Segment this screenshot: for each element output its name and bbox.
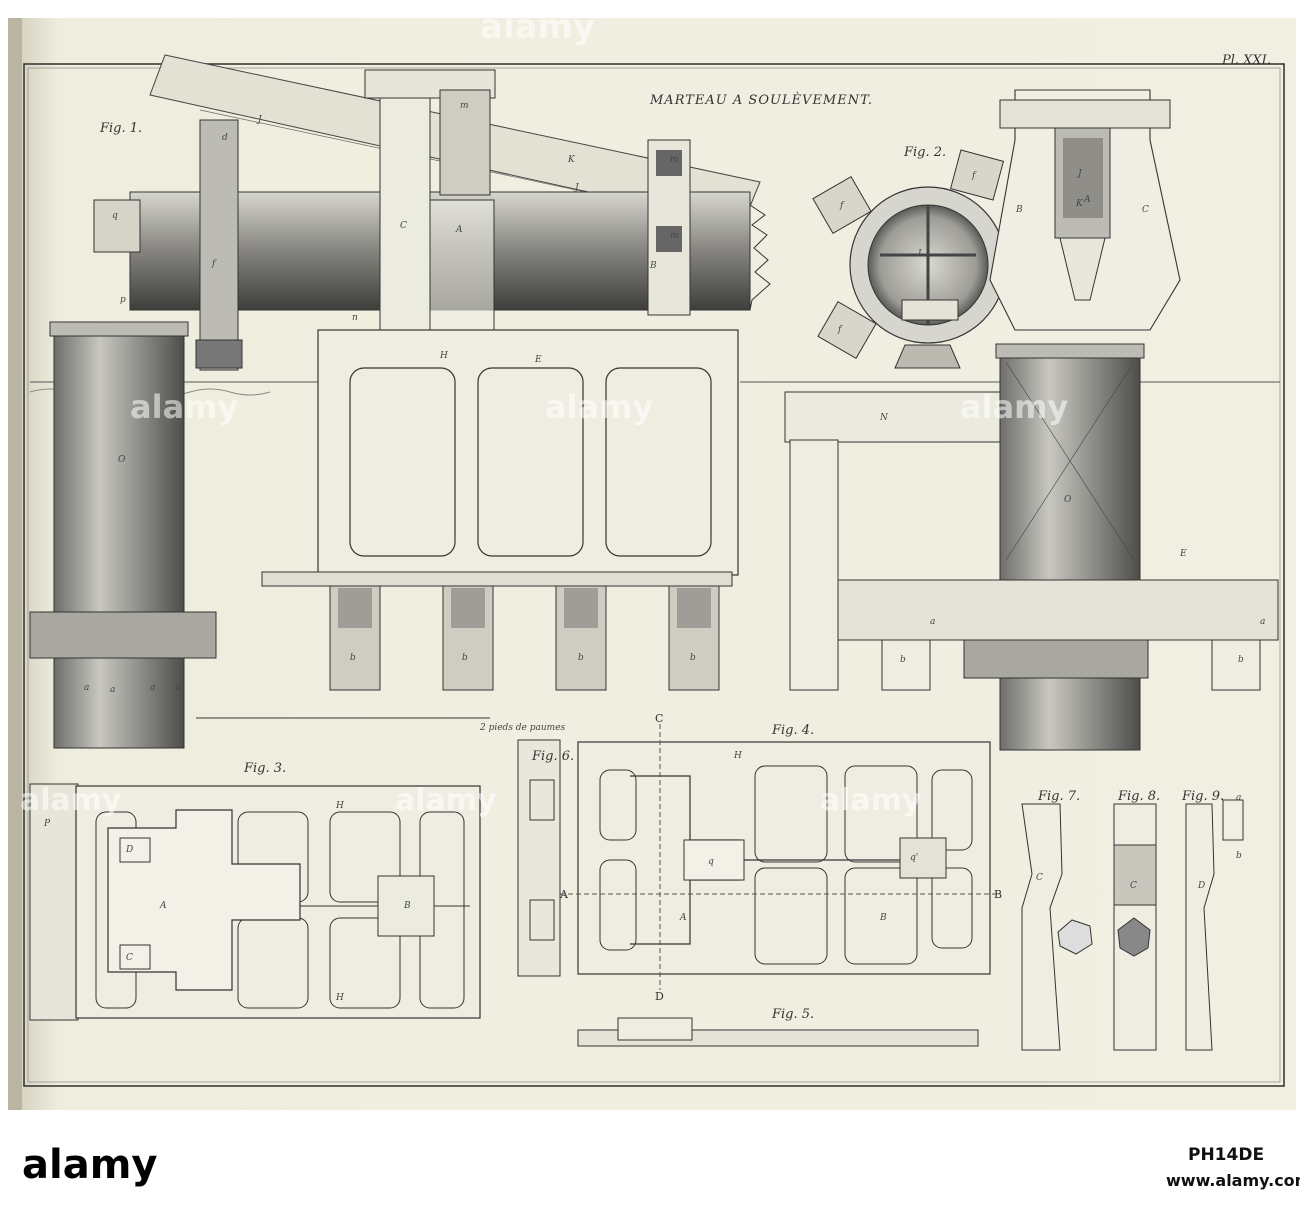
figure-label-4: Fig. 4. — [771, 723, 814, 738]
watermark-text-top: alamy — [480, 7, 595, 47]
image-id: PH14DE — [1188, 1145, 1264, 1165]
part-label-fig2-12: a — [930, 617, 935, 627]
figure-label-5: Fig. 5. — [771, 1007, 814, 1022]
part-label-fig4-2: q' — [910, 853, 918, 863]
stock-footer — [0, 1120, 1300, 1206]
text-layer: MARTEAU A SOULÈVEMENT. Pl. XXI. Fig. 1. … — [43, 53, 1271, 1022]
part-label-fig4-3: A — [679, 913, 687, 923]
stock-footer-content: alamy PH14DE www.alamy.com — [22, 1142, 1300, 1190]
figure-1-elevation — [29, 54, 1280, 749]
part-label-fig1-0: J — [256, 115, 263, 125]
part-label-fig2-15: b — [1238, 655, 1244, 665]
part-label-fig7_9-0: C — [1036, 873, 1043, 883]
figure-label-7: Fig. 7. — [1037, 789, 1080, 804]
scale-caption: 2 pieds de paumes — [479, 723, 566, 733]
part-label-fig2-10: f — [839, 201, 845, 211]
part-label-fig2-9: f — [971, 171, 977, 181]
part-label-fig7_9-1: C — [1130, 881, 1137, 891]
figure-label-9: Fig. 9. — [1181, 789, 1224, 804]
part-label-fig4-4: B — [879, 913, 887, 923]
part-label-fig1-10: q — [112, 211, 118, 221]
part-label-fig3-0: A — [159, 901, 167, 911]
part-label-fig1-1: K — [567, 155, 576, 165]
figure-4-plan — [560, 724, 1000, 990]
figure-label-1: Fig. 1. — [99, 121, 142, 136]
part-label-fig1-20: a — [176, 683, 181, 693]
part-label-fig3-4: P — [43, 819, 51, 829]
part-label-fig3-3: H — [335, 993, 344, 1003]
alamy-logo-icon: alamy — [22, 1142, 157, 1188]
part-label-fig1-5: B — [649, 261, 657, 271]
figure-3-plan — [29, 783, 481, 1021]
part-label-fig3-1: B — [403, 901, 411, 911]
section-letter-d: D — [655, 990, 664, 1003]
watermark-text-lower-left: alamy — [20, 783, 122, 818]
part-label-fig7_9-2: D — [1197, 881, 1205, 891]
part-label-fig2-5: L — [917, 249, 924, 259]
alamy-logo-text: alamy — [22, 1142, 157, 1188]
part-label-fig1-15: n — [352, 313, 358, 323]
plate-number: Pl. XXI. — [1221, 53, 1271, 68]
section-letter-b: B — [994, 888, 1002, 901]
part-label-fig1-9: f — [211, 259, 217, 269]
part-label-fig1-6: E — [534, 355, 542, 365]
watermark-text-lower-mid: alamy — [395, 783, 497, 818]
part-label-fig1-24: b — [690, 653, 696, 663]
part-label-fig2-0: J — [1076, 169, 1083, 179]
part-label-fig2-8: E — [1179, 549, 1187, 559]
section-letter-a: A — [559, 888, 569, 901]
part-label-fig1-11: d — [222, 133, 228, 143]
watermark-text-left: alamy — [130, 388, 239, 426]
figure-2-side-view — [784, 89, 1279, 751]
part-label-fig1-22: b — [462, 653, 468, 663]
figures-5-to-9 — [517, 739, 1244, 1051]
watermark-layer: alamy alamy alamy alamy alamy alamy alam… — [20, 7, 1069, 818]
part-label-fig2-6: N — [879, 413, 889, 423]
part-label-fig2-7: O — [1064, 495, 1072, 505]
part-label-fig1-23: b — [578, 653, 584, 663]
part-label-fig4-1: q — [708, 857, 714, 867]
watermark-text-lower-right: alamy — [820, 783, 922, 818]
part-label-fig1-12: m — [460, 101, 469, 111]
part-label-fig2-3: A — [1083, 195, 1091, 205]
plate-border — [23, 63, 1285, 1087]
figure-label-6: Fig. 6. — [531, 749, 574, 764]
part-label-fig2-1: K — [1075, 199, 1084, 209]
watermark-text-center: alamy — [545, 388, 654, 426]
part-label-fig2-13: a — [1260, 617, 1265, 627]
part-label-fig1-3: C — [400, 221, 407, 231]
part-label-fig3-2: H — [335, 801, 344, 811]
part-label-fig1-19: a — [150, 683, 155, 693]
part-label-fig1-16: p — [120, 295, 126, 305]
figure-label-2: Fig. 2. — [903, 145, 946, 160]
part-label-fig7_9-4: b — [1236, 851, 1242, 861]
part-label-fig2-4: B — [1015, 205, 1023, 215]
part-label-fig1-17: a — [84, 683, 89, 693]
part-labels: J K J C A B E H Of q d m m m n p a a a a b b b b J K C A B L N O Ef f f a a b… — [43, 101, 1265, 1003]
figure-label-3: Fig. 3. — [243, 761, 286, 776]
part-label-fig1-13: m — [670, 155, 679, 165]
part-label-fig1-8: O — [118, 455, 126, 465]
part-label-fig1-21: b — [350, 653, 356, 663]
part-label-fig1-4: A — [455, 225, 463, 235]
part-label-fig2-14: b — [900, 655, 906, 665]
watermark-text-right: alamy — [960, 388, 1069, 426]
figure-label-8: Fig. 8. — [1117, 789, 1160, 804]
part-label-fig1-2: J — [573, 183, 580, 193]
part-label-fig1-7: H — [439, 351, 448, 361]
footer-url: www.alamy.com — [1166, 1171, 1300, 1190]
section-letter-c: C — [655, 712, 663, 725]
part-label-fig3-6: C — [126, 953, 133, 963]
plate-title: MARTEAU A SOULÈVEMENT. — [649, 92, 873, 108]
part-label-fig2-2: C — [1142, 205, 1149, 215]
part-label-fig1-14: m — [670, 231, 679, 241]
part-label-fig1-18: a — [110, 685, 115, 695]
part-label-fig7_9-3: a — [1236, 793, 1241, 803]
part-label-fig3-5: D — [125, 845, 133, 855]
part-label-fig2-11: f — [837, 325, 843, 335]
part-label-fig4-0: H — [733, 751, 742, 761]
